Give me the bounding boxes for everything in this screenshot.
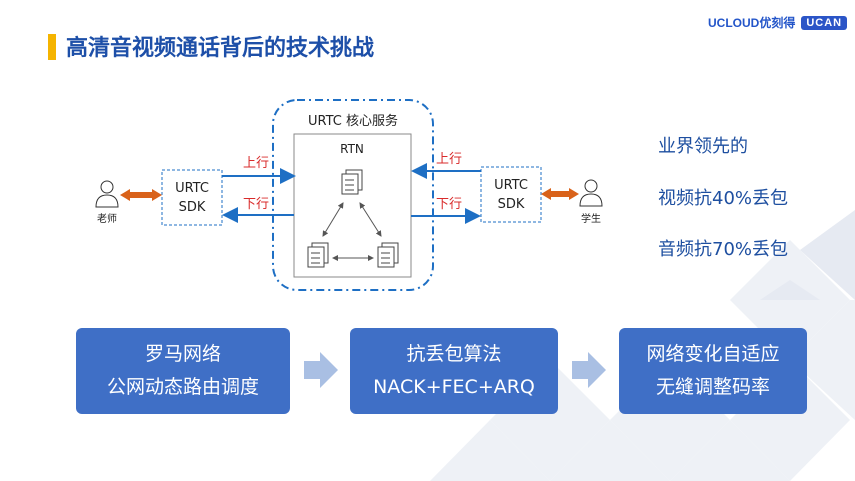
pill-routing-desc: 公网动态路由调度	[106, 376, 259, 398]
pill-adaptive-title: 网络变化自适应	[646, 343, 780, 365]
left-uplink-label: 上行	[243, 156, 269, 171]
right-sdk-box	[480, 166, 542, 223]
server-icon	[377, 242, 399, 268]
brand-name: UCLOUD优刻得	[708, 16, 796, 30]
chevron-right-icon	[572, 352, 606, 388]
pill-adaptive-desc: 无缝调整码率	[655, 376, 770, 398]
student-label: 学生	[581, 212, 601, 225]
right-downlink-label: 下行	[436, 197, 462, 212]
mesh-links	[322, 202, 382, 261]
server-icon	[341, 169, 363, 195]
left-sdk-box	[161, 169, 223, 226]
left-downlink-label: 下行	[243, 197, 269, 212]
slide-title: 高清音视频通话背后的技术挑战	[66, 36, 375, 61]
feature-line-3: 音频抗70%丢包	[658, 239, 789, 260]
left-sdk-line2: SDK	[179, 200, 206, 215]
feature-line-2: 视频抗40%丢包	[658, 188, 789, 209]
teacher-person-icon	[95, 180, 119, 208]
right-sdk-line1: URTC	[494, 178, 528, 193]
pill-loss-resilience: 抗丢包算法 NACK+FEC+ARQ	[350, 328, 558, 414]
chevron-right-icon	[304, 352, 338, 388]
left-sdk-line1: URTC	[175, 181, 209, 196]
right-sdk-line2: SDK	[498, 197, 525, 212]
pill-routing-title: 罗马网络	[144, 343, 221, 365]
pill-loss-title: 抗丢包算法	[406, 343, 502, 365]
core-service-label: URTC 核心服务	[308, 113, 398, 129]
student-link-arrow	[541, 188, 579, 200]
rtn-label: RTN	[340, 142, 364, 156]
title-accent-bar	[48, 34, 56, 60]
server-icon	[307, 242, 329, 268]
pill-adaptive: 网络变化自适应 无缝调整码率	[619, 328, 807, 414]
teacher-link-arrow	[120, 189, 162, 201]
right-uplink-label: 上行	[436, 152, 462, 167]
teacher-label: 老师	[97, 212, 117, 225]
pill-routing: 罗马网络 公网动态路由调度	[76, 328, 290, 414]
core-service-box	[272, 99, 434, 291]
student-person-icon	[579, 179, 603, 207]
pill-loss-desc: NACK+FEC+ARQ	[373, 376, 535, 398]
brand-badge: UCAN	[801, 15, 848, 30]
brand-logo: UCLOUD优刻得 UCAN	[708, 14, 848, 31]
feature-line-1: 业界领先的	[658, 136, 748, 157]
